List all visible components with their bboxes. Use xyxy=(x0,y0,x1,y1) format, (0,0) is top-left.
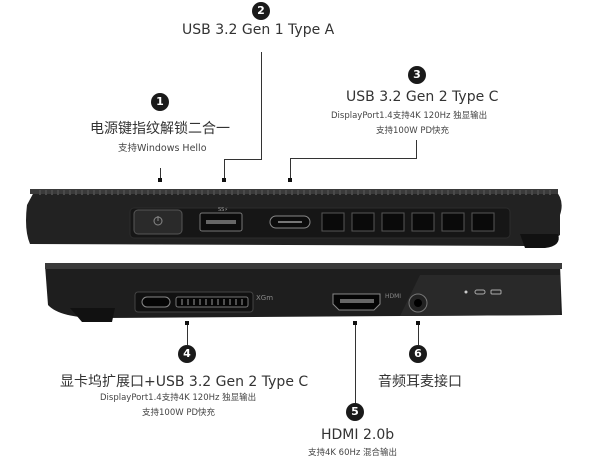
laptop-right-side xyxy=(26,189,562,248)
port-5-line-1: 支持4K 60Hz 混合输出 xyxy=(308,448,398,458)
power-button-shape xyxy=(133,209,183,235)
vent-ribs-top xyxy=(39,190,551,195)
xgm-label: XGm xyxy=(256,294,274,302)
badge-3: 3 xyxy=(408,66,426,84)
callout-marker-2 xyxy=(222,178,226,182)
port-2-title: USB 3.2 Gen 1 Type A xyxy=(182,22,335,38)
callout-marker-3 xyxy=(288,178,292,182)
callout-marker-6 xyxy=(416,321,420,325)
callout-line-2-h xyxy=(224,159,262,160)
port-3-line-2: 支持100W PD快充 xyxy=(376,126,450,136)
port-4-line-1: DisplayPort1.4支持4K 120Hz 独显输出 xyxy=(100,393,257,403)
port-4-line-2: 支持100W PD快充 xyxy=(142,408,216,418)
callout-line-3-v xyxy=(290,158,291,180)
badge-4: 4 xyxy=(178,345,196,363)
laptop-left-side xyxy=(45,263,562,322)
port-1-line-1: 支持Windows Hello xyxy=(118,143,207,154)
callout-line-5 xyxy=(355,323,356,407)
port-3-title: USB 3.2 Gen 2 Type C xyxy=(346,89,499,105)
usb-a-label: SS⚡ xyxy=(218,207,228,213)
callout-line-6 xyxy=(418,323,419,345)
callout-marker-4 xyxy=(185,321,189,325)
callout-line-2 xyxy=(261,52,262,160)
port-4-title: 显卡坞扩展口+USB 3.2 Gen 2 Type C xyxy=(60,374,309,390)
callout-marker-1 xyxy=(158,178,162,182)
callout-line-3 xyxy=(416,140,417,158)
callout-line-4 xyxy=(187,323,188,345)
callout-marker-5 xyxy=(353,321,357,325)
hdmi-label: HDMI xyxy=(385,293,402,300)
callout-line-3-h xyxy=(290,158,417,159)
side-vents xyxy=(321,212,495,232)
port-6-title: 音频耳麦接口 xyxy=(378,374,462,390)
badge-1: 1 xyxy=(151,93,169,111)
badge-2: 2 xyxy=(252,2,270,20)
port-5-title: HDMI 2.0b xyxy=(321,427,395,443)
port-1-title: 电源键指纹解锁二合一 xyxy=(90,121,230,137)
callout-line-1 xyxy=(160,168,161,182)
badge-5: 5 xyxy=(346,403,364,421)
port-3-line-1: DisplayPort1.4支持4K 120Hz 独显输出 xyxy=(331,111,488,121)
badge-6: 6 xyxy=(409,345,427,363)
callout-line-2-v xyxy=(224,159,225,181)
